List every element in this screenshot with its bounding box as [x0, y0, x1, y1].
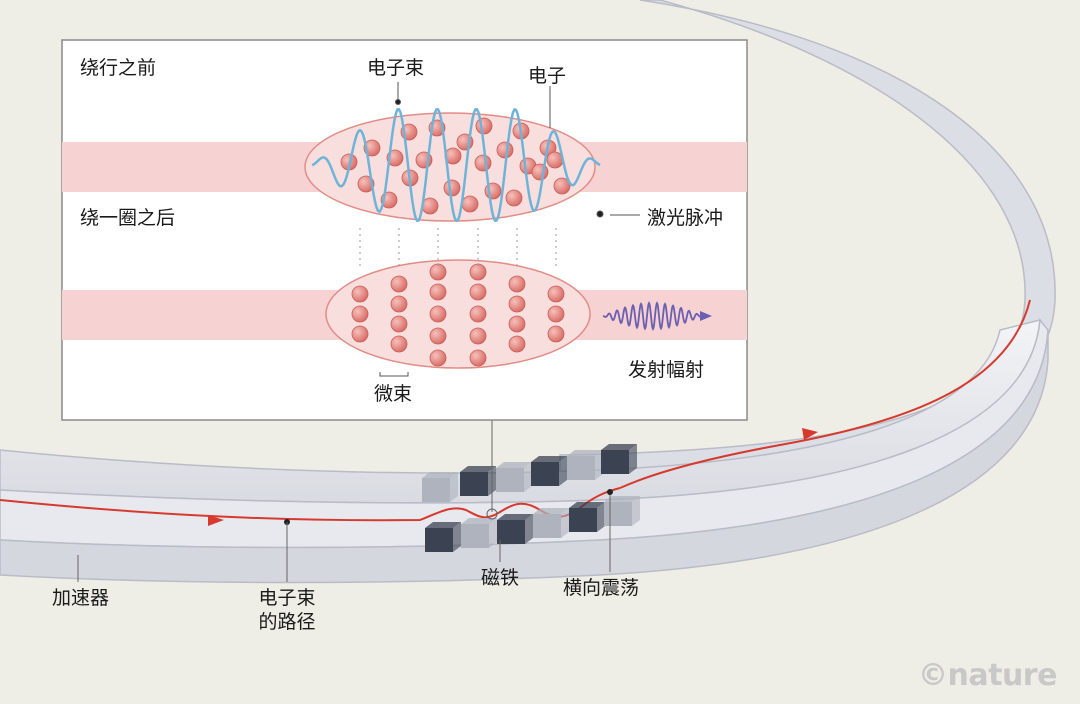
electron [429, 263, 447, 281]
electron [547, 325, 565, 343]
electron [531, 163, 549, 181]
electron [475, 117, 493, 135]
inset-focus-ring [486, 508, 498, 520]
direction-arrow-icon [802, 428, 818, 440]
radiation-wave [602, 301, 703, 332]
magnet-block [601, 444, 637, 474]
beam-marker [395, 99, 401, 105]
direction-arrow-icon [208, 515, 224, 526]
electrons-microbunched [351, 263, 565, 367]
magnet-block [569, 502, 605, 532]
electron [505, 189, 523, 207]
electron [351, 325, 369, 343]
electron [474, 154, 492, 172]
nature-logo: ©nature [918, 658, 1057, 693]
electron [351, 285, 369, 303]
label-electron: 电子 [528, 65, 567, 87]
magnet-block [531, 456, 567, 486]
laser-marker [596, 210, 604, 218]
label-after-orbit: 绕一圈之后 [80, 207, 176, 229]
electron [443, 179, 461, 197]
label-laser-pulse: 激光脉冲 [647, 207, 724, 229]
electron [553, 177, 571, 195]
magnet-block [461, 518, 497, 548]
electron [547, 285, 565, 303]
magnet-block [425, 522, 461, 552]
label-beam-path-line1: 电子束 [258, 587, 316, 609]
magnet-array [422, 444, 640, 552]
electron [390, 335, 408, 353]
electron [357, 175, 375, 193]
label-magnet: 磁铁 [481, 567, 520, 589]
electron [429, 327, 447, 345]
electron [429, 349, 447, 367]
electron [469, 263, 487, 281]
magnet-block [604, 496, 640, 526]
microbunch-bracket [379, 372, 409, 377]
electron [508, 275, 526, 293]
label-transverse-oscillation: 横向震荡 [563, 577, 640, 599]
electron [469, 283, 487, 301]
magnet-block [496, 462, 532, 492]
magnet-block [422, 472, 458, 502]
inset-panel [61, 39, 748, 421]
radiation-arrow-icon [700, 311, 712, 321]
laser-pulse-wave [311, 107, 601, 222]
magnet-block [460, 466, 496, 496]
electron [469, 305, 487, 323]
electron [508, 315, 526, 333]
label-emit-radiation: 发射幅射 [628, 359, 705, 381]
accelerator-ring [0, 0, 1056, 584]
electron [547, 305, 565, 323]
electron [390, 315, 408, 333]
label-before-orbit: 绕行之前 [80, 57, 157, 79]
electron [390, 275, 408, 293]
electron [508, 295, 526, 313]
label-beam-path-line2: 的路径 [258, 611, 316, 633]
electron [390, 295, 408, 313]
label-electron-beam: 电子束 [367, 57, 425, 79]
electron [461, 195, 479, 213]
electron [469, 349, 487, 367]
magnet-block [497, 514, 533, 544]
magnet-block [567, 450, 603, 480]
magnet-block [533, 508, 569, 538]
electron [496, 141, 514, 159]
electron [351, 305, 369, 323]
electron [429, 283, 447, 301]
alignment-lines [359, 228, 557, 268]
label-microbunch: 微束 [374, 383, 413, 405]
oscillation-marker [607, 489, 613, 495]
electron [508, 335, 526, 353]
label-accelerator: 加速器 [52, 587, 110, 609]
label-beam-path: 电子束 的路径 [250, 586, 324, 634]
electron [469, 327, 487, 345]
electron [429, 305, 447, 323]
